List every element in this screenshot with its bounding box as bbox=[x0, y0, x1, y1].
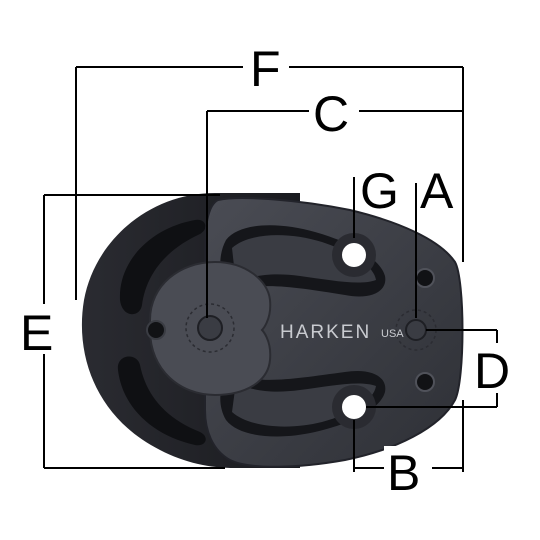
dim-label-D: D bbox=[474, 343, 510, 399]
brand-sub-text: USA bbox=[381, 328, 404, 340]
mount-hole-lower bbox=[342, 395, 366, 419]
cheek-slot-upper bbox=[119, 219, 206, 315]
plate-screw-lower bbox=[415, 372, 435, 392]
dim-label-G: G bbox=[360, 163, 399, 219]
sheave-axle bbox=[197, 315, 223, 341]
cheek-screw bbox=[146, 320, 166, 340]
dim-label-B: B bbox=[387, 445, 420, 501]
right-axle bbox=[405, 319, 427, 341]
plate-screw-upper bbox=[415, 268, 435, 288]
dim-label-F: F bbox=[250, 41, 281, 97]
dim-label-A: A bbox=[420, 163, 454, 219]
dim-label-C: C bbox=[313, 86, 349, 142]
sheave-axle-outer bbox=[185, 303, 235, 353]
brand-text: HARKEN bbox=[280, 322, 371, 343]
cheek-slot-lower bbox=[117, 356, 206, 446]
dim-label-E: E bbox=[20, 305, 53, 361]
mount-hole-upper bbox=[342, 243, 366, 267]
